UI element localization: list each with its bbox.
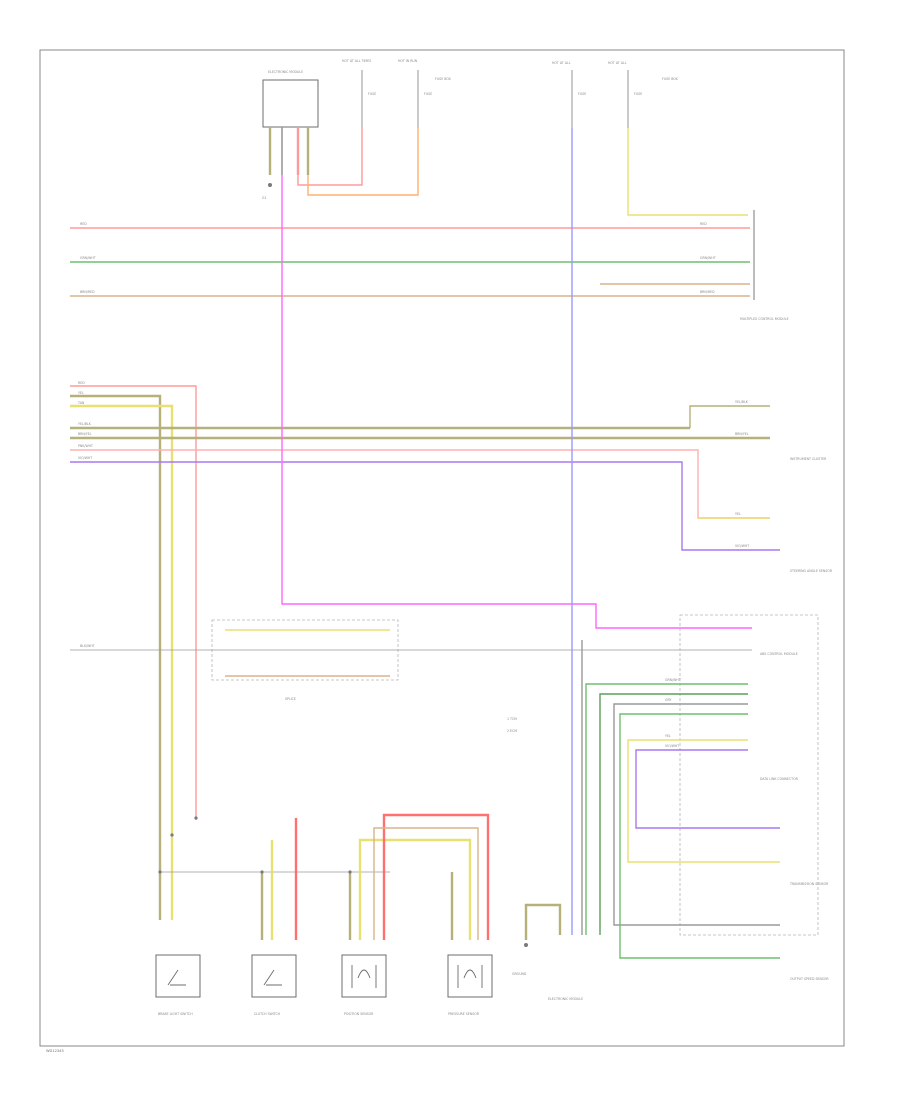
bus-tan-label: BRN/RED xyxy=(80,290,95,294)
bottom-label-6: ELECTRONIC MODULE xyxy=(548,997,583,1001)
bottom-label-5: GROUND xyxy=(512,972,527,976)
fuse-b-name: FUSE xyxy=(368,92,376,96)
bottom-label-3: POSITION SENSOR xyxy=(344,1012,374,1016)
bottom-comp-4 xyxy=(447,954,493,998)
fuse-c-top-label: HOT IN RUN xyxy=(398,59,418,63)
fuse-c-desc: FUSE BOX xyxy=(435,77,452,81)
wire-purple xyxy=(70,461,780,551)
wire-right-green-1 xyxy=(585,683,748,935)
center-splice-label: SPLICE xyxy=(285,697,296,701)
fuse-e-top-label: HOT AT ALL xyxy=(608,61,627,65)
left-yellow-label: TAN xyxy=(77,401,85,405)
bottom-label-4: PRESSURE SENSOR xyxy=(448,1012,480,1016)
right-connector-box xyxy=(679,614,819,936)
wire-right-gray-2 xyxy=(619,713,780,959)
wire-olive-1-label-r: YEL/BLK xyxy=(735,400,749,404)
switch-symbol-1 xyxy=(167,969,186,986)
wire-olive-2-label: BRN/YEL xyxy=(78,432,92,436)
bottom-label-2: CLUTCH SWITCH xyxy=(254,1012,281,1016)
bottom-label-1: BRAKE LIGHT SWITCH xyxy=(158,1012,193,1016)
bus-red-label-r: RED xyxy=(700,222,707,226)
legend-1: 1 TCM xyxy=(507,717,517,721)
bottom-comp-1 xyxy=(155,954,201,998)
right-module-6-label: OUTPUT SPEED SENSOR xyxy=(790,977,829,981)
switch-symbol-2 xyxy=(263,969,282,986)
ground-label: G1 xyxy=(262,196,267,200)
left-red-label: RED xyxy=(78,381,85,385)
wire-purple-label: VIO/WHT xyxy=(78,456,92,460)
bus-green-label-r: GRN/WHT xyxy=(700,256,716,260)
right-green-1-label: GRN/WHT xyxy=(665,678,681,682)
sensor-symbol-3 xyxy=(351,965,377,988)
right-module-4-label: ABS CONTROL MODULE xyxy=(760,652,798,656)
fuse-e-name: FUSE xyxy=(634,92,642,96)
ground-dot-2 xyxy=(524,943,528,947)
bottom-comp-2 xyxy=(251,954,297,998)
fuse-d-name: FUSE xyxy=(578,92,586,96)
control-module-box xyxy=(262,79,319,128)
right-module-3-label: DATA LINK CONNECTOR xyxy=(760,777,799,781)
sensor-symbol-4 xyxy=(457,965,483,988)
wire-b3-tan xyxy=(373,827,479,940)
wire-left-red xyxy=(70,385,197,820)
diagram-frame xyxy=(39,49,845,1047)
wire-right-green-2 xyxy=(599,693,748,935)
left-olive-label: YEL xyxy=(78,391,84,395)
bus-tan-label-r: BRN/RED xyxy=(700,290,715,294)
right-magenta-label: VIO/WHT xyxy=(665,744,679,748)
wire-right-yellow xyxy=(627,739,780,863)
bus-red-label: RED xyxy=(80,222,87,226)
wire-olive-1-label: YEL/BLK xyxy=(78,422,92,426)
wire-right-gray xyxy=(613,703,780,926)
right-yellow-label: YEL xyxy=(665,734,671,738)
wire-olive-2-label-r: BRN/YEL xyxy=(735,432,749,436)
fuse-d-top-label: HOT AT ALL xyxy=(552,61,571,65)
control-module-label: ELECTRONIC MODULE xyxy=(268,70,303,74)
wire-fuse-yellow xyxy=(627,128,748,216)
wire-pink-left xyxy=(70,449,770,519)
splice-gray-label: BLK/WHT xyxy=(80,644,95,648)
right-bus-connector-label: MULTIPLEX CONTROL MODULE xyxy=(740,317,789,321)
wire-right-magenta xyxy=(635,749,780,829)
fuse-e-desc: FUSE BOX xyxy=(662,77,679,81)
wire-left-yellow xyxy=(70,404,174,920)
right-gray-label: GRY xyxy=(665,698,671,702)
ground-dot xyxy=(268,183,272,187)
splice-dot-2 xyxy=(260,870,264,874)
wire-b3-red xyxy=(382,813,490,940)
wire-b3-yellow xyxy=(358,838,472,940)
splice-dot-1 xyxy=(158,870,162,874)
right-module-1-label: INSTRUMENT CLUSTER xyxy=(790,457,827,461)
splice-dot-3 xyxy=(348,870,352,874)
wire-b5-olive xyxy=(524,903,562,940)
wire-yellow-label-r: YEL xyxy=(735,512,741,516)
wire-module-orange xyxy=(307,128,419,196)
legend-2: 2 ECM xyxy=(507,729,517,733)
wire-module-red xyxy=(297,128,363,186)
bus-green-label: GRN/WHT xyxy=(80,256,96,260)
wire-pink-label: PNK/WHT xyxy=(78,444,93,448)
splice-dot-5 xyxy=(194,816,198,820)
right-module-5-label: TRANSMISSION SENSOR xyxy=(789,882,829,886)
right-module-2-label: STEERING ANGLE SENSOR xyxy=(790,569,833,573)
fuse-c-name: FUSE xyxy=(424,92,432,96)
bottom-comp-3 xyxy=(341,954,387,998)
wire-purple-label-r: VIO/WHT xyxy=(735,544,749,548)
wire-magenta xyxy=(281,175,752,629)
fuse-b-top-label: HOT AT ALL TIMES xyxy=(342,59,371,63)
splice-dot-4 xyxy=(170,833,174,837)
wire-left-olive xyxy=(70,394,162,920)
footer-code: WD12345 xyxy=(46,1049,64,1053)
wire-olive-1-up xyxy=(689,405,770,428)
